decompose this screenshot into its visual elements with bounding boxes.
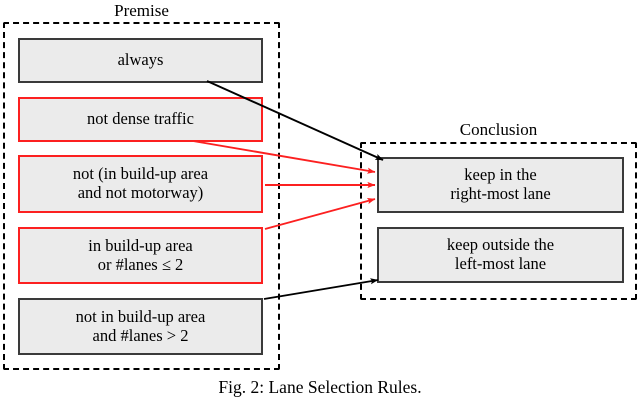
conclusion-node-keep-outside-left-most-lane-label: keep outside the left-most lane <box>446 235 555 273</box>
conclusion-group-label: Conclusion <box>459 120 538 139</box>
conclusion-node-keep-in-right-most-lane[interactable]: keep in the right-most lane <box>377 157 624 213</box>
premise-node-not-dense-traffic-label: not dense traffic <box>87 109 194 129</box>
edge-in-buildup-or-lanes-le-2-to-keep-right <box>264 198 376 230</box>
premise-node-in-buildup-or-lanes-le-2-label: in build-up area or #lanes ≤ 2 <box>88 235 193 274</box>
premise-node-not-in-buildup-and-not-motorway[interactable]: not (in build-up area and not motorway) <box>18 155 263 213</box>
premise-node-not-dense-traffic[interactable]: not dense traffic <box>18 97 263 142</box>
premise-node-not-in-buildup-and-not-motorway-label: not (in build-up area and not motorway) <box>72 164 209 202</box>
conclusion-node-keep-outside-left-most-lane[interactable]: keep outside the left-most lane <box>377 227 624 283</box>
figure-caption: Fig. 2: Lane Selection Rules. <box>218 377 422 397</box>
premise-node-always-label: always <box>117 50 164 70</box>
premise-node-in-buildup-or-lanes-le-2[interactable]: in build-up area or #lanes ≤ 2 <box>18 227 263 284</box>
premise-node-always[interactable]: always <box>18 38 263 83</box>
premise-node-not-in-buildup-and-lanes-gt-2-label: not in build-up area and #lanes > 2 <box>75 306 206 345</box>
premise-group-label: Premise <box>114 1 169 20</box>
premise-node-not-in-buildup-and-lanes-gt-2[interactable]: not in build-up area and #lanes > 2 <box>18 298 263 355</box>
conclusion-node-keep-in-right-most-lane-label: keep in the right-most lane <box>450 165 551 203</box>
premise-group-frame <box>3 22 280 370</box>
